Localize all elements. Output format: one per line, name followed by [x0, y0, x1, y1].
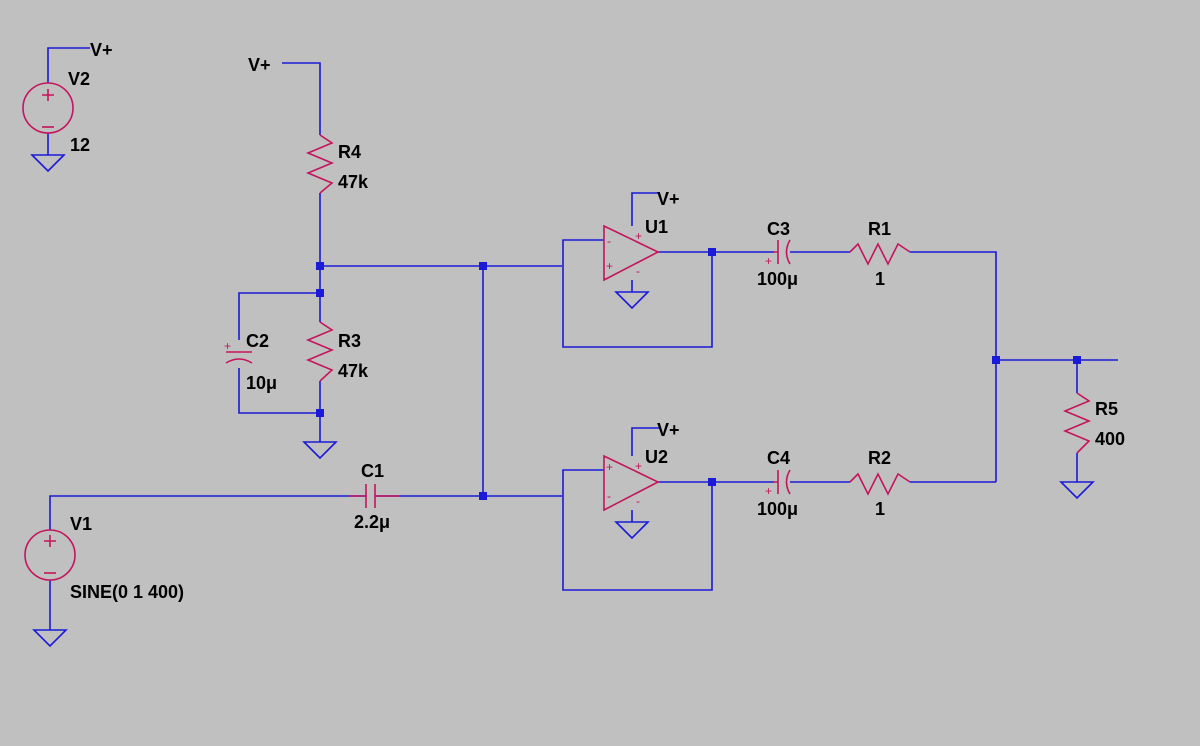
resistor-r2[interactable]: [849, 472, 911, 496]
r1-ref-label: R1: [868, 219, 891, 239]
capacitor-c3[interactable]: +: [765, 239, 791, 268]
resistor-r5[interactable]: [1062, 392, 1092, 454]
u1-supply-plus-mark: +: [635, 229, 642, 243]
junction-dot: [479, 262, 487, 270]
u1-inverting-mark: -: [607, 234, 611, 248]
r4-value-label: 47k: [338, 172, 369, 192]
junctions: [316, 248, 1081, 500]
c3-value-label: 100μ: [757, 269, 798, 289]
grounds: [30, 154, 1095, 648]
c2-ref-label: C2: [246, 331, 269, 351]
u1-ref-label: U1: [645, 217, 668, 237]
capacitor-c1[interactable]: [350, 484, 400, 508]
r3-ref-label: R3: [338, 331, 361, 351]
ground-symbol: [614, 291, 650, 310]
ground-symbol: [30, 154, 66, 173]
net-label-vplus: V+: [248, 55, 271, 75]
u2-supply-minus-mark: -: [636, 494, 640, 508]
c3-plus-mark: +: [765, 254, 772, 268]
r2-ref-label: R2: [868, 448, 891, 468]
v1-value-label: SINE(0 1 400): [70, 582, 184, 602]
junction-dot: [479, 492, 487, 500]
voltage-source-v2[interactable]: [22, 82, 74, 134]
c3-ref-label: C3: [767, 219, 790, 239]
ground-symbol: [614, 521, 650, 540]
c1-ref-label: C1: [361, 461, 384, 481]
voltage-source-v1[interactable]: [24, 529, 76, 581]
r5-ref-label: R5: [1095, 399, 1118, 419]
resistor-r3[interactable]: [305, 321, 335, 382]
u2-inverting-mark: -: [607, 489, 611, 503]
labels: V+ V+ V+ V+ V2 12 R4 47k R3 47k C2 10μ C…: [68, 40, 1125, 602]
opamp-u2[interactable]: + - + -: [603, 454, 660, 512]
c4-ref-label: C4: [767, 448, 790, 468]
c4-plus-mark: +: [765, 484, 772, 498]
v2-ref-label: V2: [68, 69, 90, 89]
ground-symbol: [1059, 481, 1095, 500]
ground-symbol: [302, 441, 338, 460]
u1-noninverting-mark: +: [606, 259, 613, 273]
junction-dot: [316, 289, 324, 297]
junction-dot: [708, 478, 716, 486]
opamp-u1[interactable]: - + + -: [603, 224, 660, 282]
junction-dot: [316, 409, 324, 417]
junction-dot: [992, 356, 1000, 364]
net-label-vplus: V+: [90, 40, 113, 60]
r5-value-label: 400: [1095, 429, 1125, 449]
v1-ref-label: V1: [70, 514, 92, 534]
r3-value-label: 47k: [338, 361, 369, 381]
u1-supply-minus-mark: -: [636, 264, 640, 278]
junction-dot: [316, 262, 324, 270]
v2-value-label: 12: [70, 135, 90, 155]
wires: [47, 47, 1118, 630]
u2-ref-label: U2: [645, 447, 668, 467]
resistor-r1[interactable]: [849, 242, 911, 266]
net-label-vplus: V+: [657, 189, 680, 209]
r4-ref-label: R4: [338, 142, 361, 162]
capacitor-c4[interactable]: +: [765, 469, 791, 498]
capacitor-c2[interactable]: +: [224, 339, 253, 364]
junction-dot: [708, 248, 716, 256]
ground-symbol: [32, 629, 68, 648]
r1-value-label: 1: [875, 269, 885, 289]
junction-dot: [1073, 356, 1081, 364]
u2-noninverting-mark: +: [606, 460, 613, 474]
c2-plus-mark: +: [224, 339, 231, 353]
c2-value-label: 10μ: [246, 373, 277, 393]
c1-value-label: 2.2μ: [354, 512, 390, 532]
r2-value-label: 1: [875, 499, 885, 519]
resistor-r4[interactable]: [305, 134, 335, 194]
u2-supply-plus-mark: +: [635, 459, 642, 473]
net-label-vplus: V+: [657, 420, 680, 440]
c4-value-label: 100μ: [757, 499, 798, 519]
